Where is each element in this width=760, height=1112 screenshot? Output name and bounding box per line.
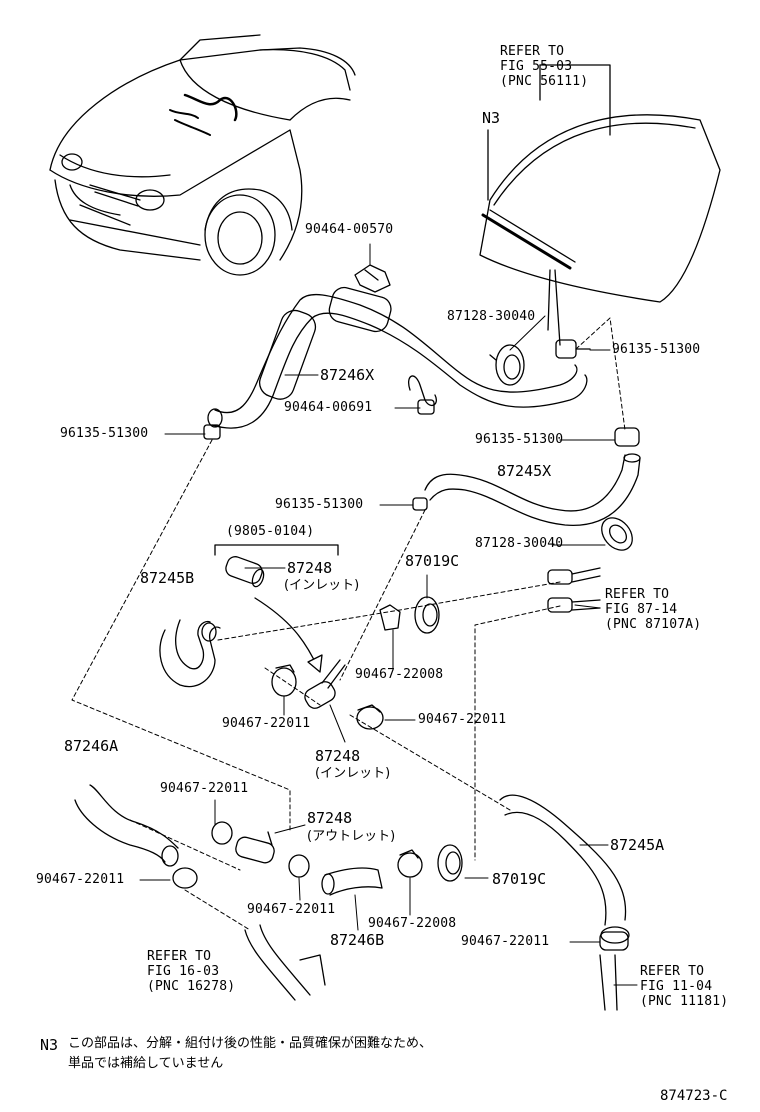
figure-number: 874723-C [660,1088,728,1104]
grommet-87019C-top [379,596,440,634]
ref-windshield-line1: REFER TO [500,44,565,59]
ref-windshield-line2: FIG 55-03 [500,59,573,74]
ref-11-04-line2: FIG 11-04 [640,979,713,994]
part-87245A-label: 87245A [610,836,665,854]
ref-87-14-line1: REFER TO [605,587,670,602]
clip-96135-left1 [203,424,221,440]
hose-87245X [412,453,641,526]
leader-lines [139,243,638,986]
grommet-87019C-bot [437,844,463,882]
part-87128-30040-top-label: 87128-30040 [447,309,536,324]
inlet-87248-mid [304,659,346,709]
part-90464-00691-label: 90464-00691 [284,400,373,415]
n3-marker: N3 [482,109,501,127]
part-87019C-top-label: 87019C [405,552,460,570]
part-90467-22011-d-label: 90467-22011 [461,934,550,949]
ref-11-04-line1: REFER TO [640,964,705,979]
clamp-90467-c [288,854,310,878]
part-87248-outlet-label: 87248 [307,809,353,827]
grommet-87128-mid [601,517,633,551]
hose-16-03 [244,924,326,1001]
outlet-87248 [235,831,275,864]
part-87246A-label: 87246A [64,737,119,755]
part-90467-22008-top-label: 90467-22008 [355,667,444,682]
part-90467-22011-left-label: 90467-22011 [222,716,311,731]
clip-90464-00570 [354,264,391,293]
ref-87-14-line3: (PNC 87107A) [605,617,702,632]
note-line-2: 単品では補給していません [68,1056,224,1071]
pipes-87-14 [547,567,601,613]
clip-96135-right2 [614,427,640,447]
ref-16-03-line1: REFER TO [147,949,212,964]
part-90467-22011-a-label: 90467-22011 [160,781,249,796]
ref-16-03-line3: (PNC 16278) [147,979,236,994]
grommet-87128-top [489,344,525,386]
part-87248-top-label: 87248 [287,559,333,577]
hose-87246X [207,286,588,429]
ref-87-14-line2: FIG 87-14 [605,602,678,617]
part-90467-22011-c-label: 90467-22011 [247,902,336,917]
hose-87246A [74,784,179,867]
part-87246X-label: 87246X [320,366,375,384]
clip-96135-right1 [555,339,591,359]
ref-windshield-line3: (PNC 56111) [500,74,589,89]
inlet-top-label: (インレット) [284,578,360,593]
outlet-label: (アウトレット) [307,829,396,844]
part-87019C-bot-label: 87019C [492,870,547,888]
ref-16-03-line2: FIG 16-03 [147,964,220,979]
part-87245B-label: 87245B [140,569,195,587]
part-87248-mid-label: 87248 [315,747,361,765]
inlet-87248-top [214,544,339,588]
arrow-inlet [254,597,319,669]
note-line-1: この部品は、分解・組付け後の性能・品質確保が困難なため、 [68,1036,433,1051]
part-90464-00570-label: 90464-00570 [305,222,394,237]
part-87245X-label: 87245X [497,462,552,480]
clamp-90467-d [599,931,629,951]
clamp-90467-22008-bot [397,849,423,878]
hose-87246B [321,867,383,896]
part-87128-30040-mid-label: 87128-30040 [475,536,564,551]
part-96135-51300-l1-label: 96135-51300 [60,426,149,441]
note-marker: N3 [40,1036,59,1054]
part-90467-22011-b-label: 90467-22011 [36,872,125,887]
clamp-90467-b [172,867,198,889]
part-96135-51300-m-label: 96135-51300 [275,497,364,512]
dashed-connectors [71,317,626,931]
part-90467-22011-right-label: 90467-22011 [418,712,507,727]
hose-87245A [499,794,630,1011]
part-96135-51300-r2-label: 96135-51300 [475,432,564,447]
inlet-mid-label: (インレット) [315,766,391,781]
part-96135-51300-r1-label: 96135-51300 [612,342,701,357]
clamp-90467-22011-right [356,704,384,730]
windshield-illustration [479,64,721,346]
part-87246B-label: 87246B [330,931,385,949]
part-90467-22008-bot-label: 90467-22008 [368,916,457,931]
clamp-90467-a [211,821,233,845]
arrow-inlet-head [307,654,323,673]
date-range-label: (9805-0104) [226,524,315,539]
ref-11-04-line3: (PNC 11181) [640,994,729,1009]
clip-90464-00691 [408,375,437,415]
car-front-illustration [49,34,356,276]
hose-87245B [159,619,221,688]
